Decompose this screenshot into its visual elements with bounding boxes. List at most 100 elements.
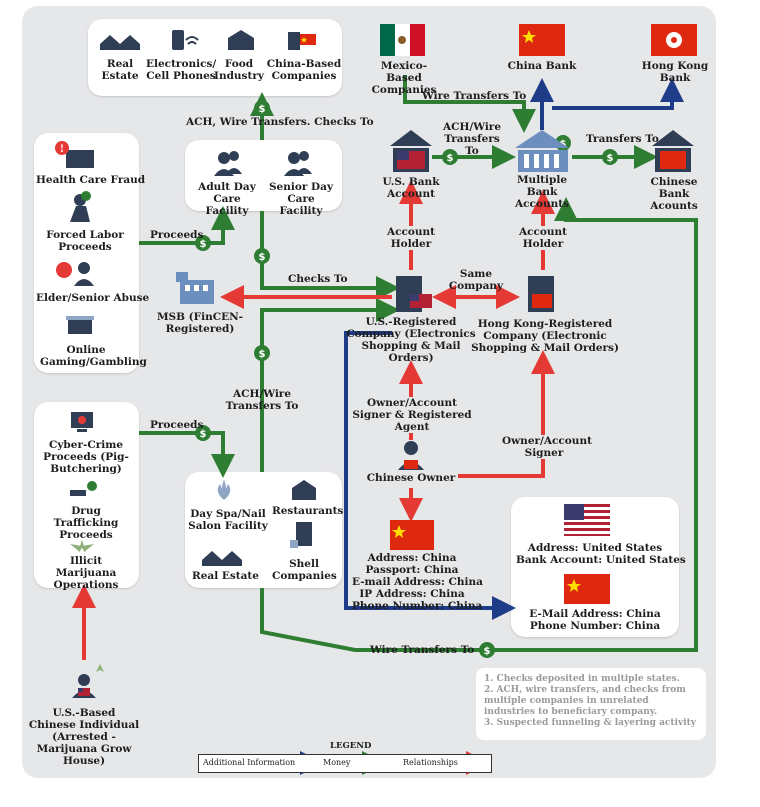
wire-transfers-label: Wire Transfers To [422, 90, 527, 102]
svg-text:!: ! [60, 144, 64, 155]
china-info-3: E-mail Address: China [352, 576, 483, 588]
business-real-estate-label: Real Estate [192, 570, 259, 582]
china-info-1: Address: China [367, 552, 457, 564]
proceeds-label-2: Proceeds [150, 419, 204, 431]
flow-label-ach-wire-checks: ACH, Wire Transfers. Checks To [186, 116, 374, 128]
us-bank-label: U.S. Bank Account [382, 176, 440, 200]
money-line-business-to-company [260, 298, 400, 472]
svg-text:$: $ [200, 429, 207, 440]
us-info-phone: Phone Number: China [529, 620, 661, 632]
shell-company-icon [290, 522, 312, 548]
legend-title: LEGEND [330, 741, 372, 751]
health-care-fraud-icon: ! [55, 141, 94, 168]
us-company-label: U.S.-Registered Company (Electronics Sho… [346, 316, 476, 364]
us-bank-icon [390, 130, 432, 172]
svg-text:$: $ [259, 349, 266, 360]
hk-bank-label: Hong Kong Bank [641, 60, 709, 84]
legend-box: Additional Information Money Relationshi… [198, 754, 492, 773]
hong-kong-flag-icon [651, 24, 697, 56]
adult-care-label: Adult Day Care Facility [198, 181, 256, 217]
care-facilities-box [185, 140, 342, 211]
msb-icon [176, 272, 214, 304]
china-bank-label: China Bank [507, 60, 577, 72]
svg-text:$: $ [259, 104, 266, 115]
svg-text:$: $ [447, 153, 454, 164]
drug-trafficking-label: Drug Trafficking Proceeds [53, 505, 119, 541]
drug-trafficking-icon [70, 481, 97, 496]
china-info-4: IP Address: China [359, 588, 465, 600]
chinese-bank-label: Chinese Bank Acounts [650, 176, 698, 212]
china-info-5: Phone Number: China [352, 600, 483, 612]
us-info-email: E-Mail Address: China [529, 608, 661, 620]
wire-transfers-bottom-label: Wire Transfers To [370, 644, 475, 656]
note-line-4: industries to beneficiary company. [484, 707, 658, 717]
phone-wifi-icon [172, 30, 199, 50]
owner-signer-label: Owner/Account Signer [502, 435, 592, 459]
online-gaming-label: Online Gaming/Gambling [40, 344, 147, 368]
dollar-icons [195, 100, 618, 658]
legend-info-label: Additional Information [203, 758, 296, 767]
shell-companies-label: Shell Companies [272, 558, 337, 582]
china-building-icon [288, 32, 316, 50]
legend-relationships-label: Relationships [403, 758, 458, 767]
marijuana-label: Illicit Marijuana Operations [53, 555, 119, 591]
chinese-owner-icon [398, 441, 424, 470]
owner-signer-agent-label: Owner/Account Signer & Registered Agent [350, 397, 474, 433]
hk-company-label: Hong Kong-Registered Company (Electronic… [471, 318, 619, 354]
money-line-proceeds-to-care [139, 206, 235, 245]
same-company-label: Same Company [448, 268, 504, 292]
industry-real-estate: Real Estate [101, 58, 139, 82]
note-line-3: multiple companies in unrelated [484, 696, 649, 706]
svg-text:$: $ [200, 239, 207, 250]
svg-text:$: $ [484, 646, 491, 657]
adult-care-icon [214, 151, 242, 176]
senior-care-icon [284, 151, 312, 176]
industries-box [88, 19, 342, 96]
forced-labor-label: Forced Labor Proceeds [46, 229, 124, 253]
restaurant-icon-2 [292, 480, 316, 500]
mexico-flag-icon [380, 24, 425, 56]
china-flag-icon [519, 24, 565, 56]
svg-text:$: $ [607, 153, 614, 164]
industry-food: Food Industry [214, 58, 264, 82]
msb-label: MSB (FinCEN-Registered) [156, 311, 244, 335]
real-estate-icon [100, 35, 140, 50]
multiple-bank-icon [515, 130, 569, 172]
money-line-care-to-company [260, 211, 400, 300]
money-line-mexico-wire [403, 75, 536, 133]
note-line-1: 1. Checks deposited in multiple states. [484, 674, 680, 684]
elder-abuse-label: Elder/Senior Abuse [36, 292, 150, 304]
cyber-crime-label: Cyber-Crime Proceeds (Pig-Butchering) [43, 439, 129, 475]
health-care-fraud-label: Health Care Fraud [36, 174, 146, 186]
industry-china-based: China-Based Companies [266, 58, 342, 82]
multiple-bank-label: Multiple Bank Accounts [515, 174, 569, 210]
money-line-proceeds-to-business [139, 431, 235, 478]
info-line-multiple-to-hkbank [552, 78, 684, 110]
money-line-business-wire-to-bank [260, 197, 698, 652]
ach-wire-to-label: ACH/Wire Transfers To [225, 388, 299, 412]
note-line-2: 2. ACH, wire transfers, and checks from [484, 685, 686, 695]
senior-care-label: Senior Day Care Facility [268, 181, 334, 217]
us-flag-icon [564, 504, 610, 536]
us-info-bank: Bank Account: United States [516, 554, 686, 566]
notes-box: 1. Checks deposited in multiple states. … [476, 668, 706, 740]
crimes-box-2 [34, 402, 139, 588]
individual-icon [72, 664, 104, 698]
china-info-flag-icon [390, 520, 434, 550]
cyber-crime-icon [71, 412, 93, 432]
ach-wire-transfers-label: ACH/Wire Transfers To [442, 121, 502, 157]
info-line-company-to-usinfo [344, 331, 516, 620]
chinese-bank-icon [652, 130, 694, 172]
us-info-address: Address: United States [527, 542, 663, 554]
elder-abuse-icon [56, 262, 94, 286]
marijuana-icon [70, 540, 94, 552]
china-info-2: Passport: China [365, 564, 459, 576]
proceeds-label-1: Proceeds [150, 229, 204, 241]
spa-label: Day Spa/Nail Salon Facility [188, 508, 268, 532]
rel-line-owner-to-hk [458, 350, 555, 478]
individual-label: U.S.-Based Chinese Individual (Arrested … [28, 707, 140, 767]
us-company-icon [396, 276, 432, 312]
spa-lotus-icon [217, 480, 231, 500]
legend-money-label: Money [323, 758, 351, 767]
